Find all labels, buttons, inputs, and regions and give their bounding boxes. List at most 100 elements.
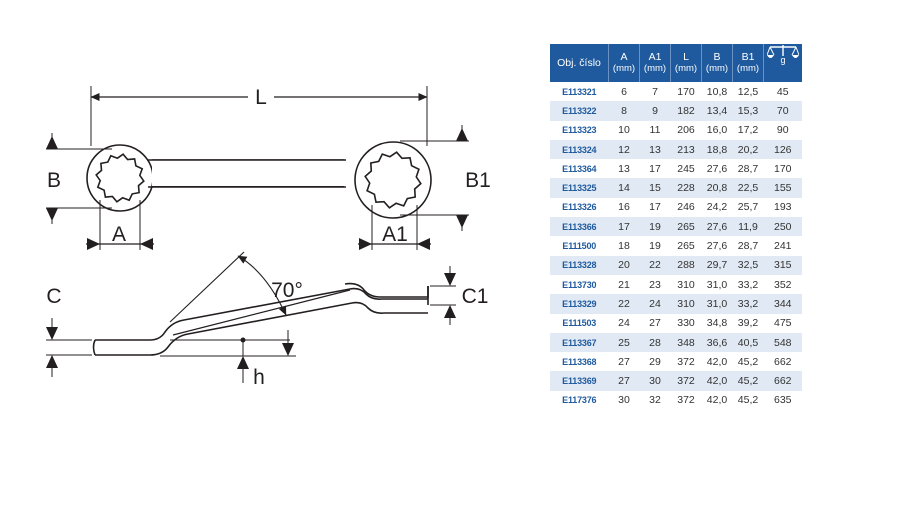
label-A1: A1 [382,223,408,246]
scale-icon [764,42,802,68]
value-cell: 18 [618,240,630,253]
value-cell: 344 [763,294,802,314]
value-cell: 30 [618,394,630,407]
header-unit: (mm) [705,63,729,74]
value-cell: 288 [670,255,702,275]
value-cell: 206 [677,124,695,137]
value-cell: 182 [670,101,702,121]
value-cell: 12,5 [737,85,759,98]
value-cell: 27,6 [706,240,728,253]
value-cell: 352 [773,278,792,291]
value-cell: 245 [677,162,695,175]
item-code-cell: E111503 [562,318,597,329]
item-code-cell: E113329 [550,294,609,314]
value-cell: 17 [608,217,640,237]
item-code-cell: E113366 [550,217,609,237]
header-cell-4: B(mm) [701,44,733,82]
value-cell: 70 [763,101,802,121]
value-cell: 310 [670,294,702,314]
value-cell: 28,7 [737,240,759,253]
table-row: E113321 6 7 170 10,8 12,5 45 [550,82,802,101]
value-cell: 265 [677,240,695,253]
item-code-cell: E113326 [562,202,597,213]
label-C1: C1 [462,285,489,308]
label-B: B [47,169,61,192]
value-cell: 15 [639,178,671,198]
header-cell-2: A1(mm) [639,44,671,82]
item-code-cell: E113321 [562,86,597,97]
value-cell: 20 [608,255,640,275]
value-cell: 315 [763,255,802,275]
item-code-cell: E113328 [550,255,609,275]
header-cell-1: A(mm) [608,44,640,82]
header-label: B [713,51,721,63]
value-cell: 20,2 [732,139,764,160]
angle-arc [237,255,287,316]
value-cell: 250 [763,217,802,237]
value-cell: 10 [618,124,630,137]
value-cell: 20,8 [701,178,733,198]
value-cell: 31,0 [701,294,733,314]
value-cell: 45,2 [737,355,759,368]
item-code-cell: E113364 [562,163,597,174]
value-cell: 32 [649,394,661,407]
header-label: A1 [648,51,662,63]
item-code-cell: E113367 [550,332,609,353]
value-cell: 27,6 [701,217,733,237]
value-cell: 10,8 [706,85,728,98]
value-cell: 372 [677,355,695,368]
value-cell: 13 [639,139,671,160]
value-cell: 29,7 [701,255,733,275]
value-cell: 27 [608,371,640,391]
value-cell: 246 [677,201,695,214]
value-cell: 330 [677,317,695,330]
header-unit: g [780,55,786,65]
value-cell: 155 [763,178,802,198]
value-cell: 6 [621,85,627,98]
header-unit: (mm) [736,63,760,74]
label-L: L [255,86,267,109]
value-cell: 33,2 [737,278,759,291]
header-unit: (mm) [643,63,667,74]
value-cell: 15,3 [732,101,764,121]
value-cell: 40,5 [732,332,764,353]
value-cell: 39,2 [737,317,759,330]
item-code-cell: E117376 [562,395,597,406]
value-cell: 45,2 [732,371,764,391]
value-cell: 170 [773,162,792,175]
value-cell: 45,2 [737,394,759,407]
value-cell: 45 [776,85,789,98]
value-cell: 17 [649,201,661,214]
value-cell: 7 [652,85,658,98]
value-cell: 28 [639,332,671,353]
value-cell: 18,8 [701,139,733,160]
label-h: h [253,366,265,389]
value-cell: 22,5 [732,178,764,198]
item-code-cell: E113323 [562,125,597,136]
value-cell: 42,0 [706,394,728,407]
value-cell: 16 [618,201,630,214]
value-cell: 32,5 [732,255,764,275]
wrench-top-view [86,141,432,219]
value-cell: 22 [608,294,640,314]
value-cell: 29 [649,355,661,368]
header-label: L [683,51,689,63]
value-cell: 42,0 [701,371,733,391]
header-cell-0: Obj. číslo [550,44,609,82]
value-cell: 348 [670,332,702,353]
value-cell: 170 [677,85,695,98]
value-cell: 27 [618,355,630,368]
value-cell: 126 [763,139,802,160]
